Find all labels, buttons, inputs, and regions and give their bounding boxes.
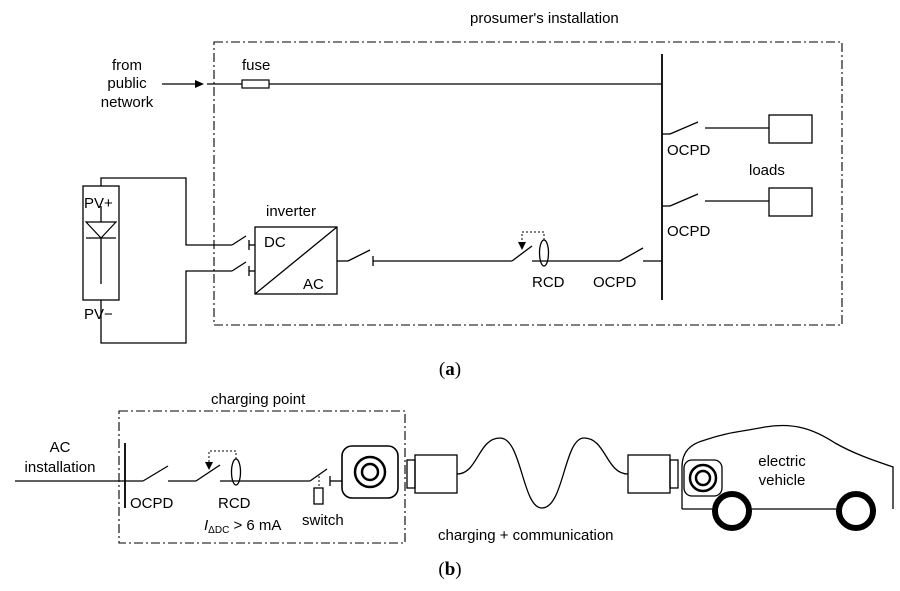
diagram-b: charging point AC installation OCPD RCD … <box>15 391 894 580</box>
ac-installation-line1: AC <box>50 439 71 456</box>
cp-idc-sub: ΔDC <box>208 525 229 536</box>
caption-b-open: ( <box>438 559 444 580</box>
ocpd-load1-label: OCPD <box>667 142 711 159</box>
cp-switch-contact <box>309 468 328 482</box>
pv-diode-triangle <box>84 221 118 239</box>
caption-a-open: ( <box>439 359 445 380</box>
cp-rcd-label: RCD <box>218 495 251 512</box>
plug-left-body <box>414 454 458 494</box>
diagram-a: prosumer's installation from public netw… <box>82 10 843 380</box>
charging-point-boundary <box>118 410 406 544</box>
ev-inlet-pin <box>694 469 712 487</box>
rcd-label: RCD <box>532 274 565 291</box>
cp-socket-pin <box>360 462 380 482</box>
plug-right-body <box>627 454 671 494</box>
charging-point-title: charging point <box>211 391 306 408</box>
ocpd-load2-contact <box>669 193 699 207</box>
ac-installation-line2: installation <box>25 459 96 476</box>
network-arrowhead <box>195 80 204 88</box>
ev-front-wheel <box>712 491 752 531</box>
pv-minus-label: PV− <box>84 306 113 323</box>
cp-idc-symbol: I <box>204 517 208 534</box>
ev-label-line2: vehicle <box>759 472 806 489</box>
charging-cable <box>456 437 629 509</box>
rcd-contact <box>511 245 533 262</box>
cp-switch-actuator <box>313 487 324 505</box>
load-box-2 <box>768 187 813 217</box>
dc-switch-minus <box>231 261 247 272</box>
network-label-line1: from <box>112 57 142 74</box>
cp-idc-condition: IΔDC > 6 mA <box>204 517 281 536</box>
rcd-trip-arrow <box>518 242 526 250</box>
network-label-line3: network <box>101 94 154 111</box>
caption-a-letter: a <box>445 359 455 380</box>
ev-body <box>681 424 894 509</box>
cp-ocpd-contact <box>142 465 169 482</box>
caption-b-close: ) <box>455 559 461 580</box>
fuse-symbol <box>241 79 270 89</box>
plug-left-tip <box>406 459 416 489</box>
installation-title: prosumer's installation <box>470 10 619 27</box>
caption-b-letter: b <box>445 559 456 580</box>
cp-rcd-trip-link <box>208 450 237 463</box>
ev-label-line1: electric <box>758 453 806 470</box>
cp-switch-label: switch <box>302 512 344 529</box>
ocpd-main-label: OCPD <box>593 274 637 291</box>
inverter-diagonal <box>254 226 338 295</box>
dc-label: DC <box>264 234 286 251</box>
ocpd-main-contact <box>619 247 644 262</box>
inverter-label: inverter <box>266 203 316 220</box>
cable-label: charging + communication <box>438 527 614 544</box>
caption-b: (b) <box>438 559 461 580</box>
plug-right-tip <box>669 459 679 489</box>
cp-ocpd-label: OCPD <box>130 495 174 512</box>
pv-plus-wire <box>100 177 232 246</box>
caption-a: (a) <box>439 359 461 380</box>
cp-idc-cond: > 6 mA <box>229 517 281 534</box>
dc-switch-plus <box>231 235 247 246</box>
cp-rcd-contact <box>195 464 221 482</box>
pv-minus-wire <box>100 270 232 344</box>
ocpd-load2-label: OCPD <box>667 223 711 240</box>
pv-plus-label: PV+ <box>84 195 113 212</box>
ev-rear-wheel <box>836 491 876 531</box>
rcd-trip-link <box>521 231 545 243</box>
ac-label: AC <box>303 276 324 293</box>
fuse-label: fuse <box>242 57 270 74</box>
installation-boundary <box>213 41 843 326</box>
network-label-line2: public <box>107 75 147 92</box>
rcd-sensor <box>538 239 550 267</box>
cp-rcd-trip-arrow <box>205 462 213 470</box>
ac-disconnect-switch <box>347 249 371 262</box>
load-box-1 <box>768 114 813 144</box>
ocpd-load1-contact <box>669 121 699 135</box>
caption-a-close: ) <box>455 359 461 380</box>
loads-label: loads <box>749 162 785 179</box>
